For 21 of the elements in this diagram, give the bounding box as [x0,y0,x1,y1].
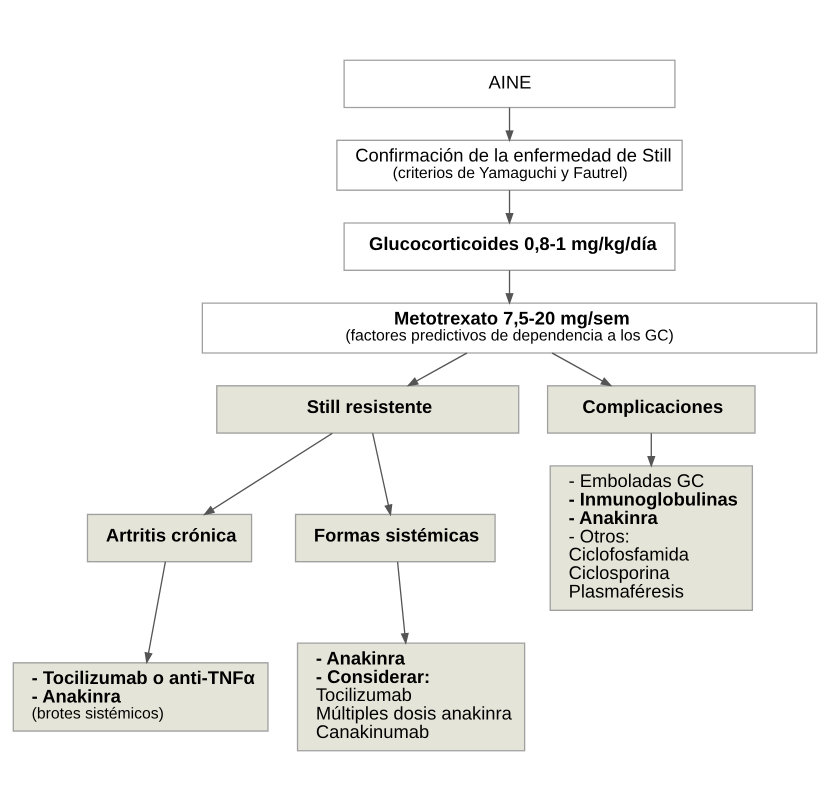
node-box: - Anakinra - Considerar: Tocilizumab Múltiples dosis anakinra Canakinumab [296,642,526,752]
node-box: Complicaciones [546,385,756,434]
arrow [406,352,468,387]
node-box: Metotrexato 7,5-20 mg/sem (factores predictivos de dependencia a los GC) [202,302,818,354]
arrow [505,270,514,305]
arrow [396,562,409,645]
node-box: Confirmación de la enfermedad de Still (criterios de Yamaguchi y Fautrel) [336,140,683,191]
arrow [372,433,392,516]
arrow [144,562,166,664]
node-box: Still resistente [216,385,520,434]
node-box: AINE [343,60,676,108]
node-box: Glucocorticoides 0,8-1 mg/kg/día [343,222,676,271]
arrow [647,433,656,468]
arrow [505,108,514,142]
arrow [505,190,514,225]
node-box: - Tocilizumab o anti-TNFα - Anakinra (brotes sistémicos) [12,662,269,732]
node-box: Artritis crónica [86,514,252,562]
node-box: - Emboladas GC - Inmunoglobulinas - Anakinra - Otros: Ciclofosfamida Ciclosporina Plasmaféresis [550,465,754,611]
arrow [552,352,612,387]
arrow [202,432,333,516]
node-box: Formas sistémicas [294,514,496,562]
